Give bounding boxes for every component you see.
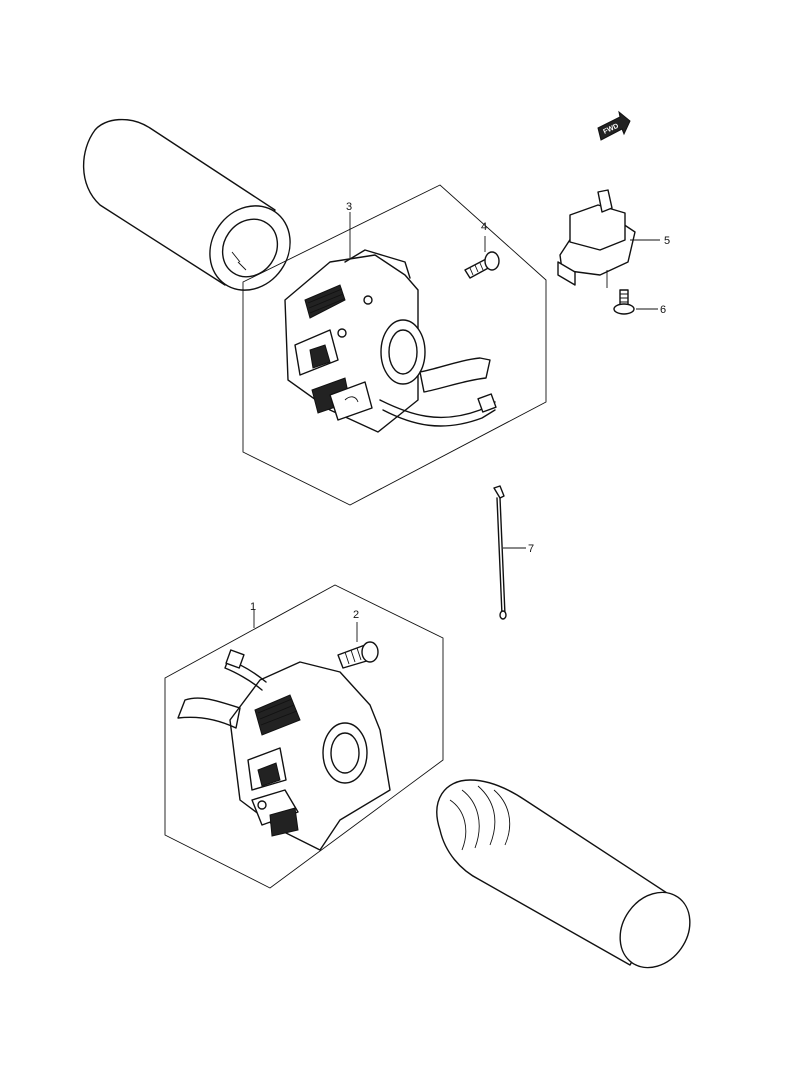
right-handlebar-switch (284, 249, 497, 433)
callout-4: 4 (481, 221, 487, 233)
switch-part-5 (557, 189, 660, 288)
callout-6: 6 (660, 304, 666, 316)
fwd-arrow-icon: FWD (597, 110, 631, 141)
lower-assembly-box (164, 584, 444, 889)
screw-part-6 (613, 289, 658, 315)
left-handlebar-switch (177, 649, 391, 851)
callout-7: 7 (528, 543, 534, 555)
left-grip (82, 118, 291, 291)
callout-2: 2 (353, 609, 359, 621)
upper-assembly-box (242, 184, 547, 506)
screw-part-2 (337, 622, 379, 669)
callout-3: 3 (346, 201, 352, 213)
callout-leaders (253, 212, 351, 628)
screw-part-4 (464, 236, 500, 279)
cable-tie-part-7 (493, 485, 526, 620)
right-grip (436, 779, 691, 969)
callout-1: 1 (250, 601, 256, 613)
callout-5: 5 (664, 235, 670, 247)
